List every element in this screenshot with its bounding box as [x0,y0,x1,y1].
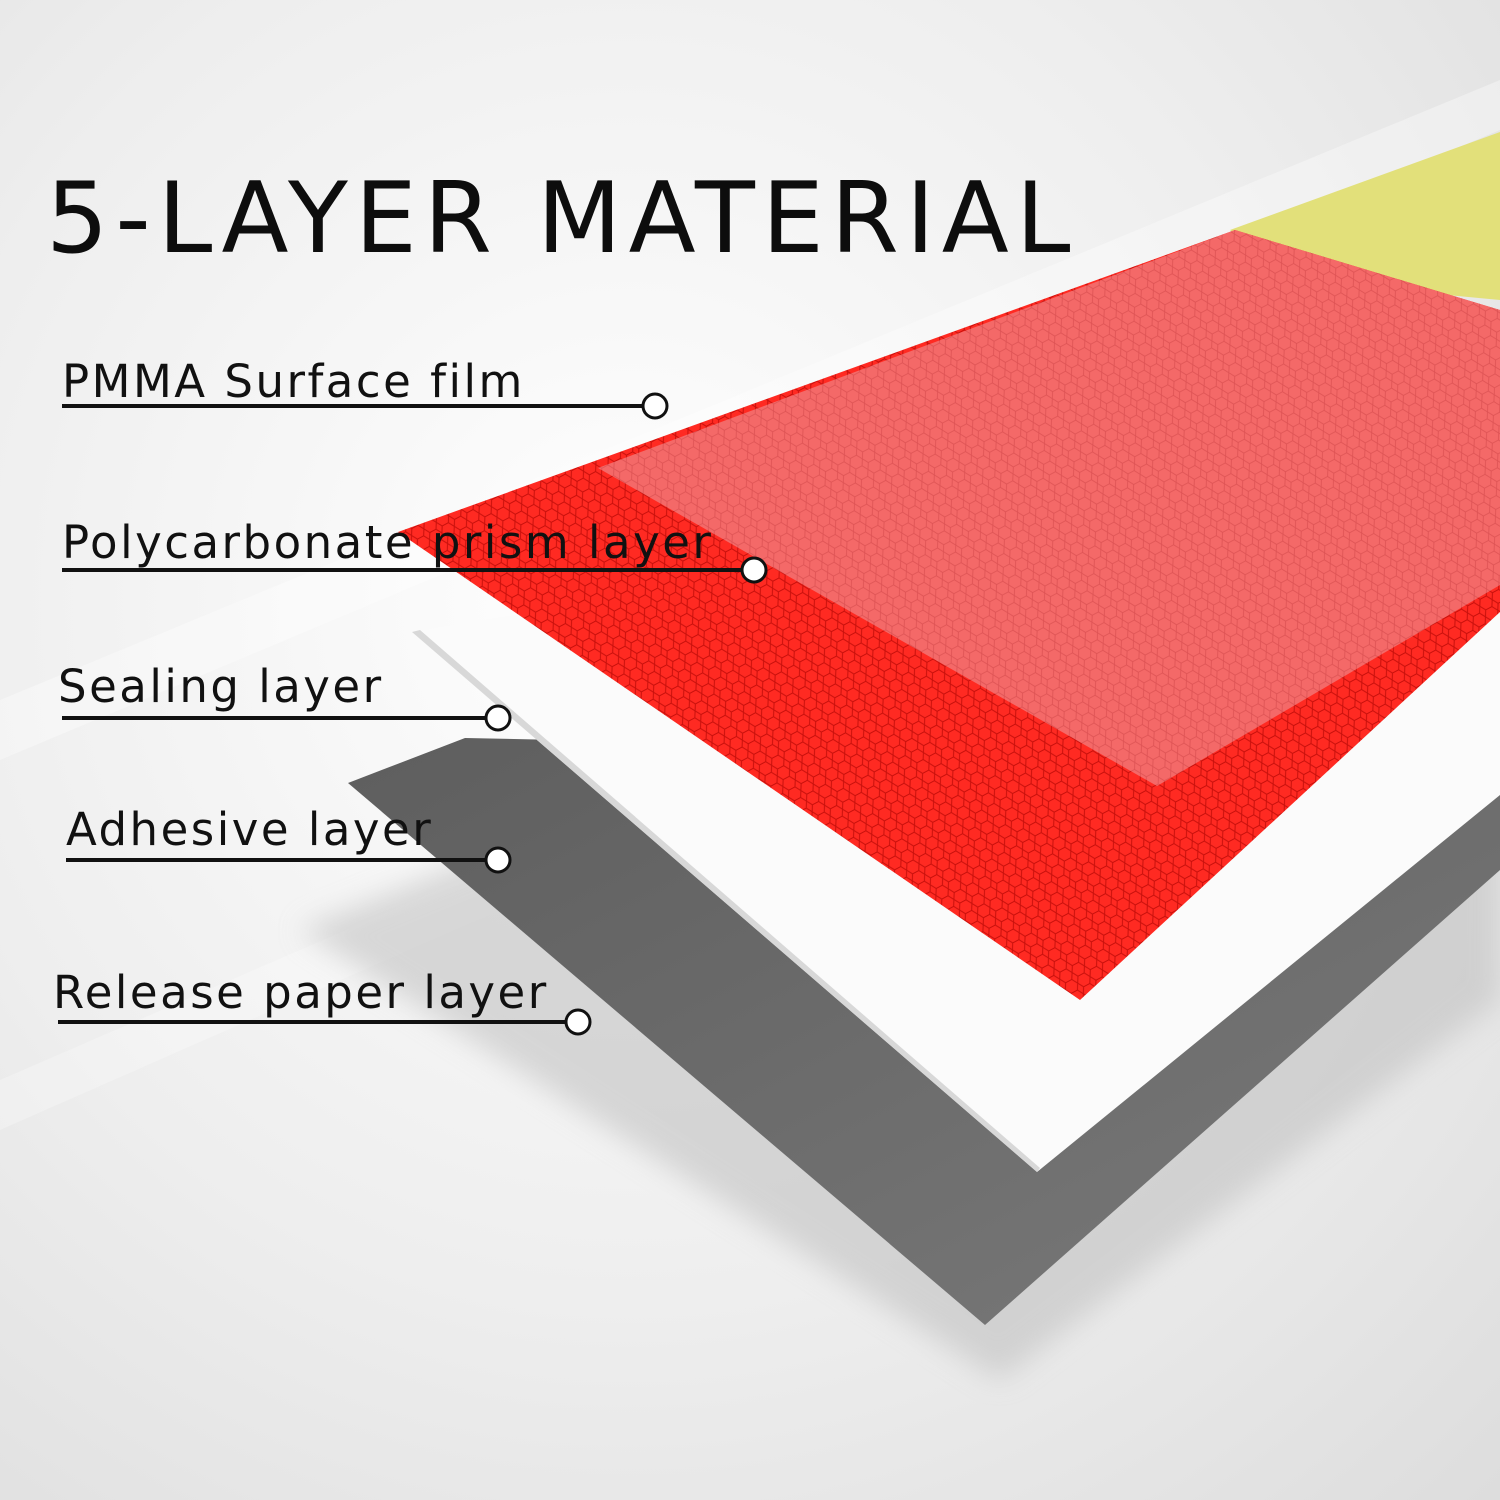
sealing-layer-edge [412,630,1040,1172]
callout-release [58,1008,592,1036]
callout-pmma [62,392,669,420]
layer-label-sealing: Sealing layer [58,660,384,713]
callout-dot [740,556,768,584]
callout-dot [641,392,669,420]
callout-dot [484,846,512,874]
layer-label-adhesive: Adhesive layer [66,803,434,856]
callout-prism [62,556,768,584]
layer-label-release: Release paper layer [53,966,549,1019]
page-title: 5-LAYER MATERIAL [46,162,1078,276]
layer-label-prism: Polycarbonate prism layer [62,516,714,569]
callout-dot [484,704,512,732]
callout-adhesive [66,846,512,874]
callout-dot [564,1008,592,1036]
surface-film-sheet [598,230,1500,786]
callout-sealing [62,704,512,732]
layer-label-pmma: PMMA Surface film [62,355,525,408]
